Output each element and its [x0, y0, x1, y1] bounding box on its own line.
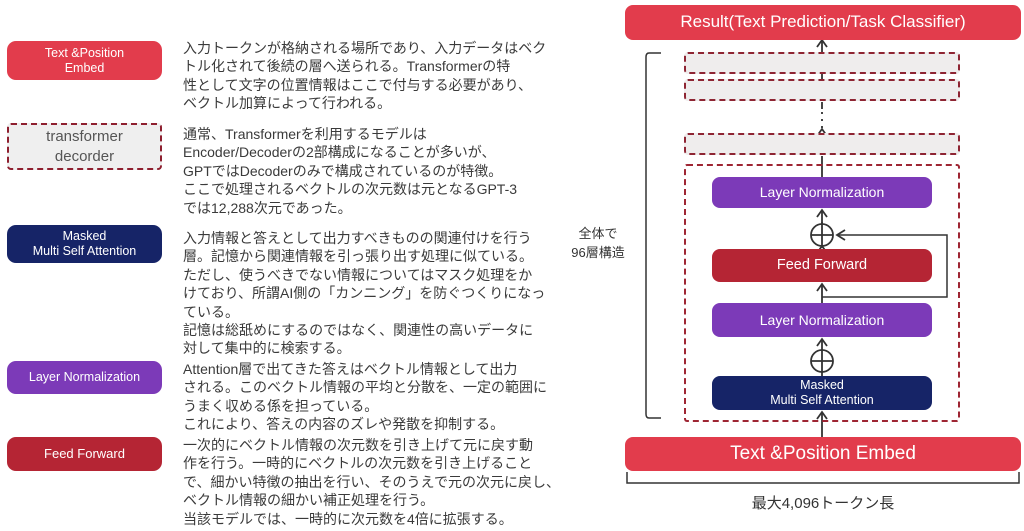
desc-text-position-embed: 入力トークンが格納される場所であり、入力データはベク トル化されて後続の層へ送ら…	[183, 40, 547, 112]
desc-transformer-decoder: 通常、Transformerを利用するモデルは Encoder/Decoderの…	[183, 126, 518, 216]
dotted-continuation	[816, 102, 828, 137]
ghost-layer-block-3	[684, 133, 960, 155]
embed-node: Text &Position Embed	[625, 437, 1021, 471]
arrow-to-layernorm-bottom	[816, 337, 828, 350]
layers-bracket	[645, 52, 661, 419]
arrow-to-result	[816, 38, 828, 53]
desc-feed-forward: 一次的にベクトル情報の次元数を引き上げて元に戻す動 作を行う。一時的にベクトルの…	[183, 437, 561, 527]
residual-skip-line	[822, 229, 948, 298]
layer-norm-bottom-node: Layer Normalization	[712, 303, 932, 337]
legend-transformer-decoder: transformer decorder	[7, 123, 162, 170]
masked-attention-node: Masked Multi Self Attention	[712, 376, 932, 410]
legend-layer-normalization: Layer Normalization	[7, 361, 162, 394]
arrow-to-masked	[816, 410, 828, 437]
decoder-layer-frame	[684, 164, 960, 422]
token-length-bracket	[626, 472, 1020, 484]
token-length-note: 最大4,096トークン長	[751, 495, 895, 512]
legend-feed-forward: Feed Forward	[7, 437, 162, 471]
add-circle-top	[810, 222, 834, 248]
layer-norm-top-node: Layer Normalization	[712, 177, 932, 208]
result-node: Result(Text Prediction/Task Classifier)	[625, 5, 1021, 40]
desc-layer-normalization: Attention層で出てきた答えはベクトル情報として出力 される。このベクトル…	[183, 361, 547, 433]
arrow-to-layernorm-top	[816, 208, 828, 224]
arrow-to-feedforward	[816, 282, 828, 303]
ghost-layer-block-2	[684, 79, 960, 101]
legend-text-position-embed: Text &Position Embed	[7, 41, 162, 80]
layers-count-note: 全体で 96層構造	[571, 226, 625, 260]
ghost-layer-block-1	[684, 52, 960, 74]
legend-masked-attention: Masked Multi Self Attention	[7, 225, 162, 263]
feed-forward-node: Feed Forward	[712, 249, 932, 282]
desc-masked-attention: 入力情報と答えとして出力すべきものの関連付けを行う 層。記憶から関連情報を引っ張…	[183, 230, 546, 357]
